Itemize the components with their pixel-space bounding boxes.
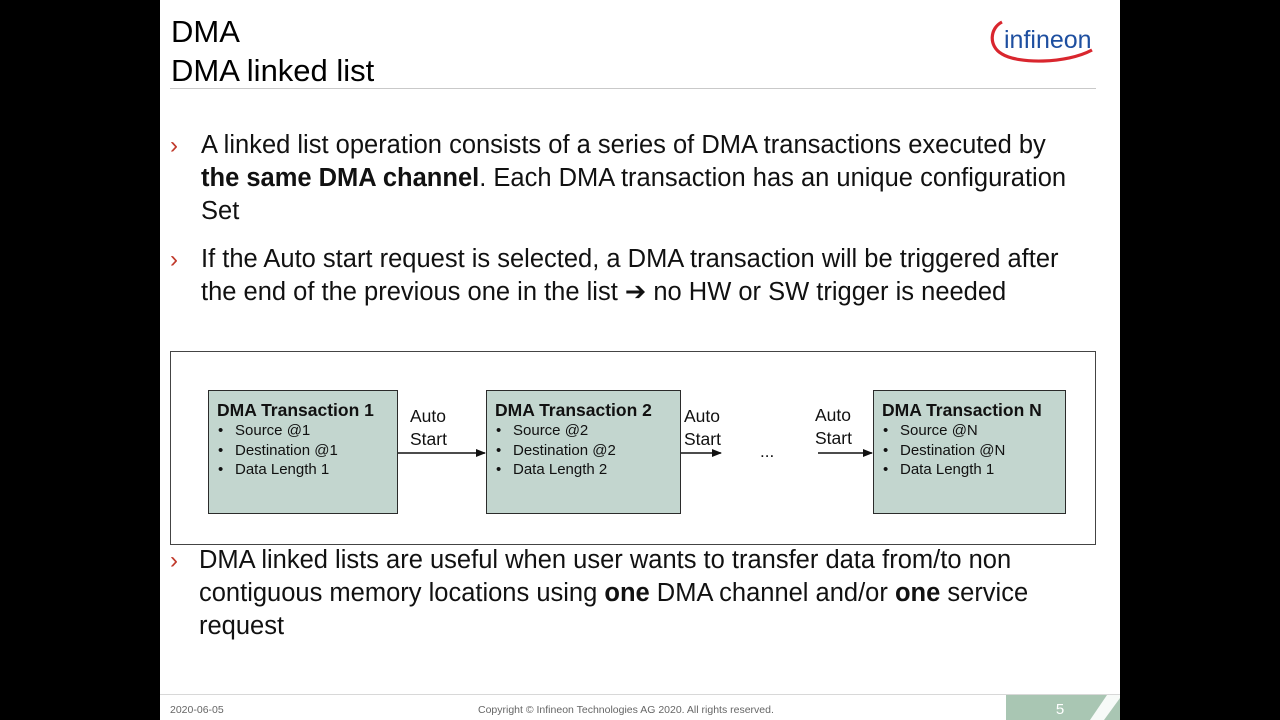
- bullet-3-text: DMA linked lists are useful when user wa…: [199, 544, 1089, 643]
- bullet-3-part-4: one: [894, 579, 941, 607]
- auto-start-label-2: Auto Start: [684, 405, 721, 451]
- bullet-2-part-1: If the Auto start request is selected, a…: [201, 245, 1066, 306]
- auto-start-line-2: Start: [815, 428, 852, 448]
- slide-title: DMA DMA linked list: [171, 12, 374, 90]
- auto-start-line-1: Auto: [684, 406, 720, 426]
- bullet-marker: ›: [170, 246, 178, 273]
- transaction-items: Source @N Destination @N Data Length 1: [882, 421, 1065, 480]
- auto-start-line-1: Auto: [815, 405, 851, 425]
- bullet-3-part-3: DMA channel and/or: [649, 579, 895, 607]
- title-line-2: DMA linked list: [171, 53, 375, 88]
- transaction-title: DMA Transaction 2: [495, 400, 652, 420]
- footer-date: 2020-06-05: [170, 704, 224, 716]
- arrow-right-icon: ➔: [624, 278, 647, 306]
- auto-start-line-2: Start: [410, 429, 447, 449]
- bullet-1-part-3: . Each DMA transaction has an unique con…: [201, 164, 1074, 225]
- title-divider: [170, 88, 1096, 89]
- transaction-item: Destination @N: [882, 441, 1065, 461]
- transaction-item: Data Length 1: [217, 460, 397, 480]
- bullet-2-part-3: no HW or SW trigger is needed: [646, 278, 1007, 306]
- auto-start-label-1: Auto Start: [410, 405, 447, 451]
- title-line-1: DMA: [171, 14, 240, 49]
- transaction-box-n: DMA Transaction N Source @N Destination …: [873, 390, 1066, 514]
- bullet-marker: ›: [170, 547, 178, 574]
- bullet-1-text: A linked list operation consists of a se…: [201, 129, 1091, 228]
- auto-start-label-3: Auto Start: [815, 404, 852, 450]
- bullet-1-part-2: the same DMA channel: [201, 164, 480, 192]
- transaction-item: Data Length 1: [882, 460, 1065, 480]
- auto-start-line-2: Start: [684, 429, 721, 449]
- bullet-1-part-1: A linked list operation consists of a se…: [201, 131, 1053, 159]
- transaction-item: Source @N: [882, 421, 1065, 441]
- transaction-title: DMA Transaction N: [882, 400, 1042, 420]
- linked-list-diagram: DMA Transaction 1 Source @1 Destination …: [170, 351, 1096, 545]
- transaction-item: Destination @2: [495, 441, 680, 461]
- transaction-box-2: DMA Transaction 2 Source @2 Destination …: [486, 390, 681, 514]
- footer-copyright: Copyright © Infineon Technologies AG 202…: [478, 704, 774, 716]
- slide: DMA DMA linked list infineon › A linked …: [160, 0, 1120, 720]
- footer-band: [1006, 695, 1120, 720]
- transaction-box-1: DMA Transaction 1 Source @1 Destination …: [208, 390, 398, 514]
- bullet-3-part-1: DMA linked lists are useful when user wa…: [199, 546, 1019, 607]
- transaction-item: Data Length 2: [495, 460, 680, 480]
- transaction-items: Source @2 Destination @2 Data Length 2: [495, 421, 680, 480]
- page-number: 5: [1055, 701, 1065, 718]
- bullet-3-part-2: one: [604, 579, 650, 607]
- auto-start-line-1: Auto: [410, 406, 446, 426]
- footer-divider: [160, 694, 1120, 695]
- infineon-logo: infineon: [990, 20, 1093, 63]
- bullet-marker: ›: [170, 132, 178, 159]
- transaction-item: Source @2: [495, 421, 680, 441]
- logo-wordmark: infineon: [1004, 26, 1092, 54]
- ellipsis: ...: [760, 442, 775, 461]
- transaction-title: DMA Transaction 1: [217, 400, 374, 420]
- transaction-item: Source @1: [217, 421, 397, 441]
- transaction-item: Destination @1: [217, 441, 397, 461]
- bullet-2-text: If the Auto start request is selected, a…: [201, 243, 1091, 309]
- bullet-3-part-5: service request: [199, 579, 1036, 640]
- transaction-items: Source @1 Destination @1 Data Length 1: [217, 421, 397, 480]
